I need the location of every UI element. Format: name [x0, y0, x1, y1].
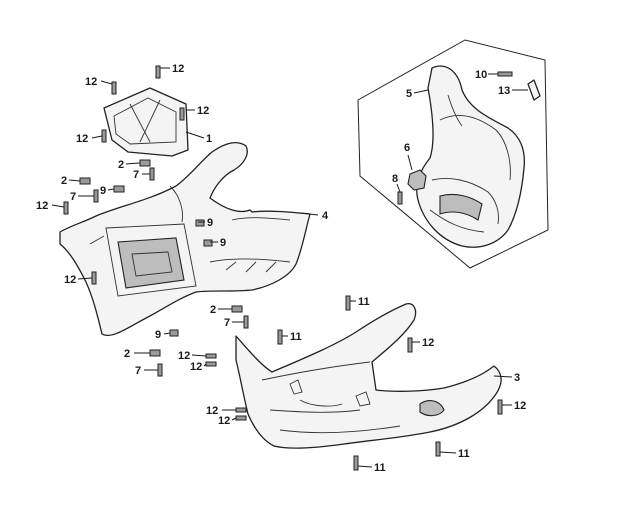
- callout-label: 7: [224, 317, 230, 329]
- callout-label: 12: [422, 337, 434, 349]
- callout-label: 9: [207, 217, 213, 229]
- callout-label: 11: [290, 331, 302, 343]
- inner-legshield-part: [416, 65, 526, 248]
- callout-label: 6: [404, 142, 410, 154]
- callout-label: 1: [206, 133, 212, 145]
- callout-label: 12: [206, 405, 218, 417]
- hardware-group: [63, 65, 503, 471]
- callout-label: 11: [374, 462, 386, 474]
- callout-label: 5: [406, 88, 412, 100]
- callout-labels: 12 12 12 12 1 2 7 2 7 9 12 9 9 4 12 2 7 …: [36, 63, 526, 474]
- callout-label: 12: [85, 76, 97, 88]
- callout-label: 11: [458, 448, 470, 460]
- callout-label: 12: [190, 361, 202, 373]
- undertray-part: [235, 303, 502, 449]
- strip-part-13: [527, 79, 541, 101]
- callout-label: 12: [76, 133, 88, 145]
- callout-label: 4: [322, 210, 329, 222]
- callout-label: 7: [133, 169, 139, 181]
- callout-label: 9: [100, 185, 106, 197]
- callout-label: 2: [124, 348, 130, 360]
- callout-label: 8: [392, 173, 398, 185]
- callout-label: 13: [498, 85, 510, 97]
- callout-label: 2: [118, 159, 124, 171]
- callout-label: 12: [172, 63, 184, 75]
- bracket-part: [103, 87, 189, 157]
- clip-part: [407, 169, 427, 191]
- callout-label: 12: [514, 400, 526, 412]
- callout-label: 2: [210, 304, 216, 316]
- floor-panel-part: [59, 141, 311, 337]
- callout-label: 12: [197, 105, 209, 117]
- callout-label: 3: [514, 372, 520, 384]
- callout-label: 11: [358, 296, 370, 308]
- leader-lines: [51, 67, 528, 468]
- callout-label: 10: [475, 69, 487, 81]
- callout-label: 9: [220, 237, 226, 249]
- callout-label: 7: [70, 191, 76, 203]
- small-screw-part: [397, 191, 403, 205]
- callout-label: 12: [218, 415, 230, 427]
- callout-label: 2: [61, 175, 67, 187]
- callout-label: 7: [135, 365, 141, 377]
- callout-label: 12: [64, 274, 76, 286]
- screw-part-10: [497, 71, 513, 77]
- callout-label: 12: [178, 350, 190, 362]
- callout-label: 9: [155, 329, 161, 341]
- callout-label: 12: [36, 200, 48, 212]
